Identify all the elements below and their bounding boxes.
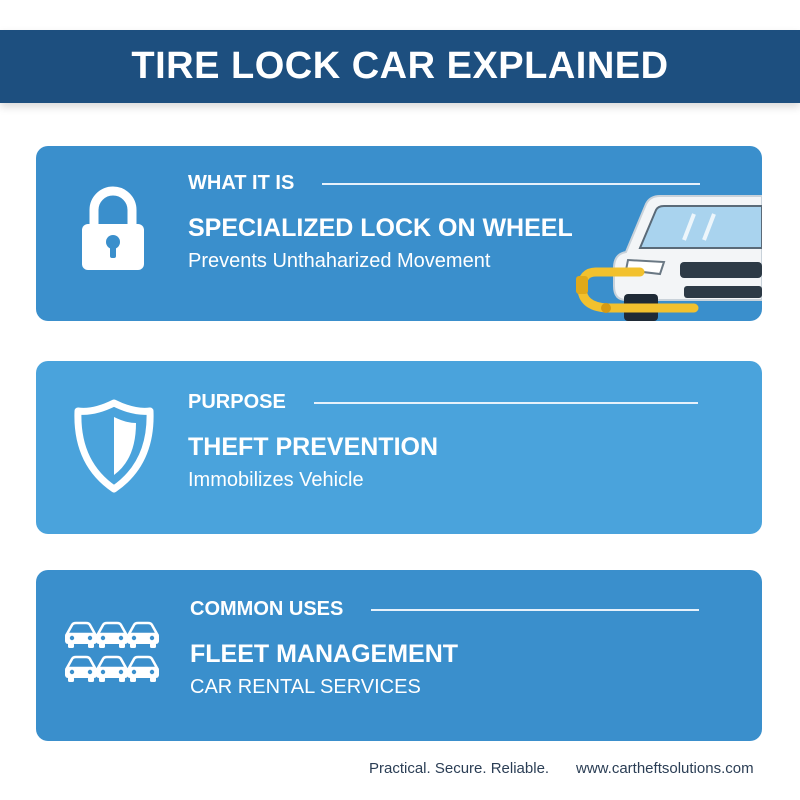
card-title: SPECIALIZED LOCK ON WHEEL [188,214,573,242]
padlock-icon [80,186,146,277]
shield-icon [74,399,154,498]
card-title: THEFT PREVENTION [188,433,439,461]
card-subtitle: Immobilizes Vehicle [188,469,364,491]
footer-tagline: Practical. Secure. Reliable. [369,760,550,777]
card-common-uses: COMMON USES FLEET MANAGEMENT CAR RENTAL … [36,570,762,741]
card-subtitle: CAR RENTAL SERVICES [190,676,421,698]
footer-website[interactable]: www.cartheftsolutions.com [576,760,754,777]
card-heading: PURPOSE [188,391,286,413]
card-what-it-is: WHAT IT IS SPECIALIZED LOCK ON WHEEL Pre… [36,146,762,321]
card-heading: WHAT IT IS [188,172,295,194]
divider [371,608,700,611]
page-title: TIRE LOCK CAR EXPLAINED [131,45,669,87]
car-tire-lock-icon [576,190,762,321]
car-fleet-icon [63,620,161,689]
card-title: FLEET MANAGEMENT [190,640,459,668]
footer: Practical. Secure. Reliable. www.carthef… [0,760,800,780]
card-heading: COMMON USES [190,598,344,620]
divider [322,182,701,185]
card-purpose: PURPOSE THEFT PREVENTION Immobilizes Veh… [36,361,762,534]
title-banner: TIRE LOCK CAR EXPLAINED [0,30,800,103]
card-subtitle: Prevents Unthaharized Movement [188,250,491,272]
divider [313,401,698,404]
